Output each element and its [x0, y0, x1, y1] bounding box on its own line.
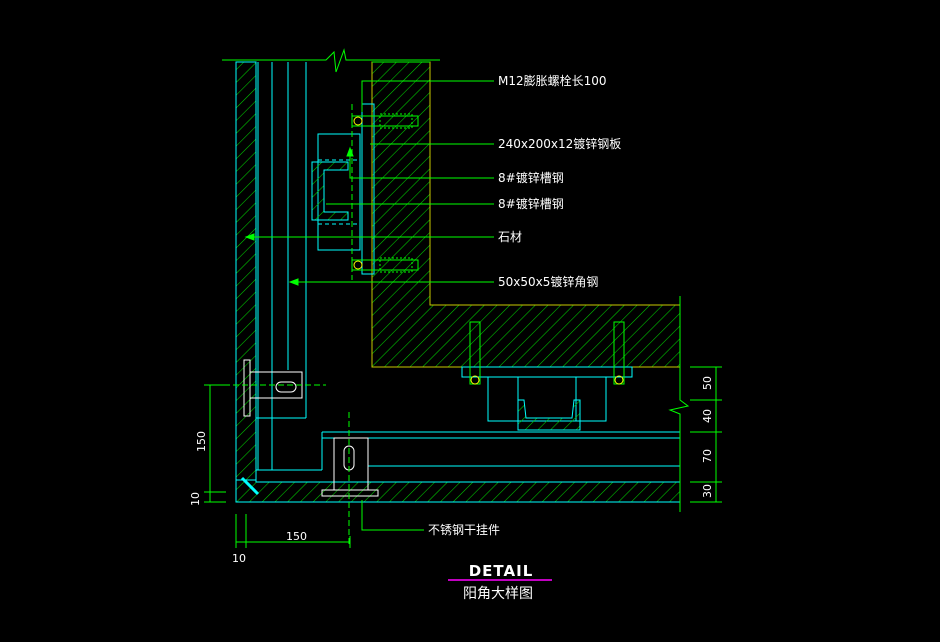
callout-stone: 石材	[498, 230, 522, 244]
anchor-bolt-upper	[351, 113, 419, 129]
callout-channel-1: 8#镀锌槽钢	[498, 171, 564, 185]
dim-left-150: 150	[195, 431, 208, 452]
dim-right-40: 40	[701, 409, 714, 423]
callout-steel-plate: 240x200x12镀锌钢板	[498, 137, 621, 151]
dimension-bottom	[235, 514, 351, 548]
callout-hanger: 不锈钢干挂件	[428, 523, 500, 537]
leader-lines	[244, 80, 494, 531]
dim-left-10: 10	[189, 492, 202, 506]
callout-anchor-bolt: M12膨胀螺栓长100	[498, 73, 607, 88]
bottom-cladding	[235, 431, 681, 503]
callout-angle-steel: 50x50x5镀锌角钢	[498, 275, 598, 289]
concrete-structure	[371, 61, 681, 368]
break-line-top	[222, 48, 440, 73]
dim-bottom-150: 150	[286, 530, 307, 543]
beam-steel	[461, 321, 633, 431]
corner-slot	[240, 476, 260, 496]
hanger-left	[206, 359, 326, 417]
drawing-subtitle: 阳角大样图	[463, 586, 533, 602]
anchor-bolt-beam-right	[613, 321, 625, 385]
dimension-right	[690, 366, 722, 503]
dim-right-30: 30	[701, 484, 714, 498]
dim-right-50: 50	[701, 376, 714, 390]
anchor-bolt-lower	[351, 257, 419, 273]
hanger-bottom	[321, 412, 379, 545]
dimension-left	[204, 384, 226, 503]
anchor-bolt-beam-left	[469, 321, 481, 385]
drawing-title: DETAIL	[469, 562, 534, 580]
break-line-right	[668, 296, 690, 512]
vertical-steel	[311, 103, 419, 280]
dim-right-70: 70	[701, 449, 714, 463]
left-cladding	[235, 61, 307, 481]
callout-channel-2: 8#镀锌槽钢	[498, 197, 564, 211]
dim-bottom-10: 10	[232, 552, 246, 565]
